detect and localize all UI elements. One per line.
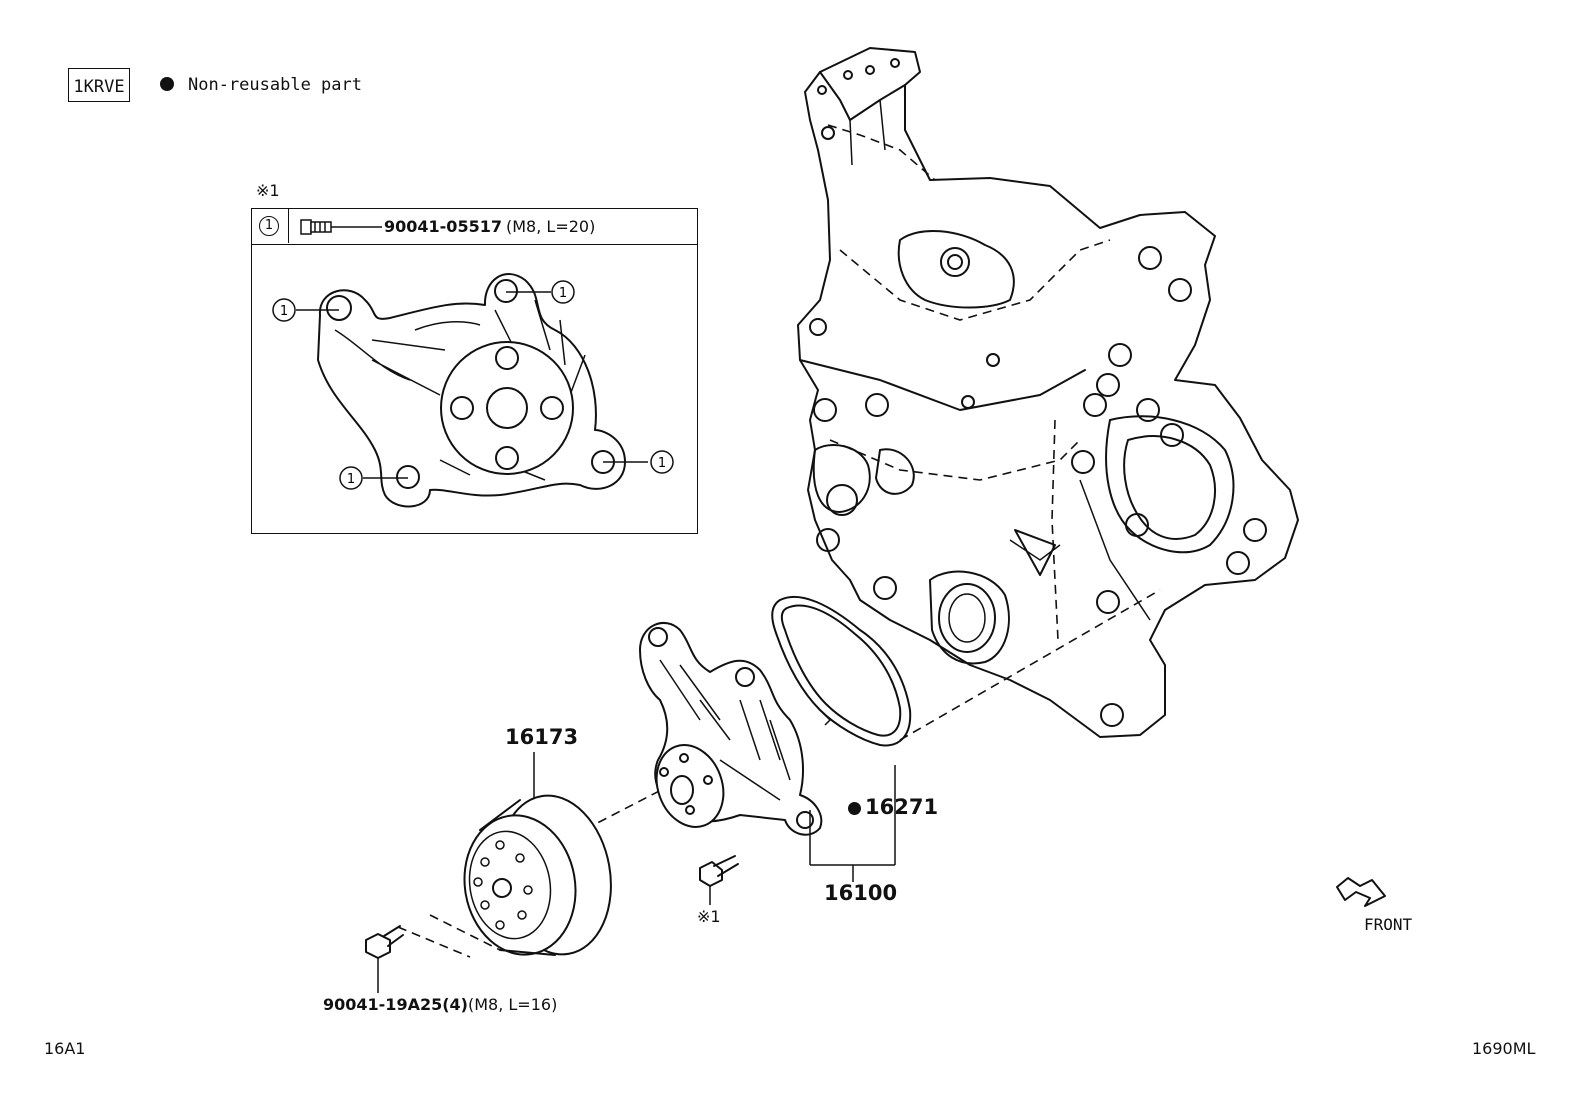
timing-cover-outline [797, 47, 1299, 738]
gasket-number-text: 16271 [865, 795, 939, 819]
pulley-bolt-alignment-line [397, 914, 501, 958]
pulley-bolt-drawing [365, 925, 404, 993]
inset-bolt-part-number[interactable]: 90041-05517 [384, 217, 502, 236]
part-number-water-pump-assy[interactable]: 16100 [824, 881, 898, 905]
pulley-drawing [463, 794, 612, 956]
page-code: 16A1 [44, 1039, 86, 1058]
inset-bolt-icon [300, 219, 382, 235]
pulley-bolt-spec: (M8, L=16) [467, 995, 558, 1014]
pump-bolt-note-mark: ※1 [697, 907, 721, 926]
drawing-code: 1690ML [1472, 1039, 1536, 1058]
callout-circle-icon: 1 [259, 216, 279, 236]
inset-bolt-spec: (M8, L=20) [506, 217, 596, 236]
gasket-drawing [771, 595, 912, 747]
inset-note-mark: ※1 [256, 181, 280, 200]
pump-alignment-line [899, 589, 1161, 741]
pulley-bolt-callout: 90041-19A25(4)(M8, L=16) [323, 997, 557, 1013]
pulley-bolt-part-number[interactable]: 90041-19A25 [323, 995, 443, 1014]
svg-text:1: 1 [280, 304, 288, 319]
front-arrow-icon [1336, 877, 1386, 907]
svg-text:1: 1 [658, 456, 666, 471]
pulley-bolt-quantity: (4) [442, 995, 468, 1014]
non-reusable-dot-icon [160, 77, 174, 91]
bolt-location-inset: 1 90041-05517 (M8, L=20) [251, 208, 698, 534]
inset-header: 1 90041-05517 (M8, L=20) [252, 209, 697, 245]
engine-code-box: 1KRVE [68, 68, 130, 102]
front-label: FRONT [1364, 915, 1413, 934]
svg-text:1: 1 [347, 472, 355, 487]
non-reusable-dot-icon [848, 802, 861, 815]
inset-header-symbol-cell: 1 [252, 209, 289, 243]
svg-text:1: 1 [559, 286, 567, 301]
engine-code: 1KRVE [73, 77, 125, 97]
water-pump-drawing [639, 621, 823, 836]
non-reusable-legend: Non-reusable part [160, 77, 362, 94]
inset-water-pump-drawing: 1 1 1 1 [272, 273, 674, 508]
part-number-gasket[interactable]: 16271 [848, 797, 938, 818]
pump-bolt-drawing [699, 855, 739, 905]
part-number-pulley[interactable]: 16173 [505, 725, 579, 749]
non-reusable-text: Non-reusable part [188, 75, 362, 95]
